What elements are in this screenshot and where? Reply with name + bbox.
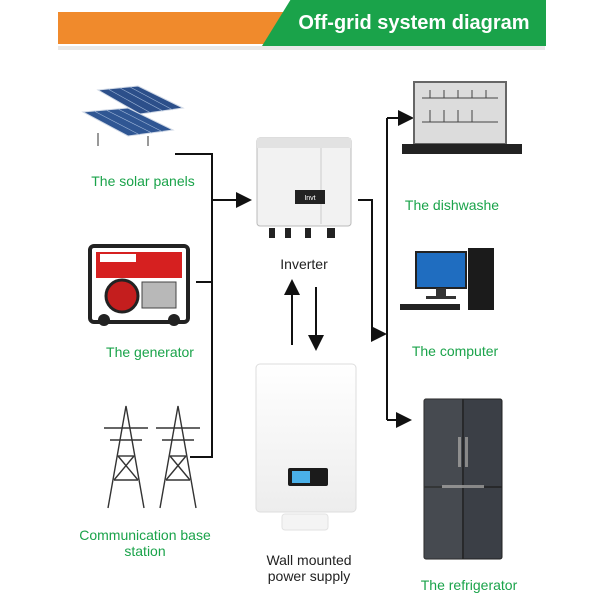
solar-panels-label: The solar panels [91,173,195,189]
refrigerator-icon [423,398,503,560]
base-station-label: Communication base station [79,527,211,559]
inverter-icon: Invt [256,137,352,238]
generator-label: The generator [106,344,194,360]
inverter-brand: Invt [304,195,315,202]
computer-icon [400,248,494,310]
battery-icon [255,363,357,531]
computer-label: The computer [411,343,499,359]
header-green-tab [262,0,546,46]
dishwasher-label: The dishwashe [404,197,500,213]
base-station-line [190,154,213,458]
header-divider [58,46,545,50]
tower-icon [104,405,200,509]
solar-panel-icon [81,85,185,146]
refrigerator-label: The refrigerator [420,577,518,593]
battery-label: Wall mounted power supply [266,552,352,584]
inverter-label: Inverter [280,256,328,272]
generator-icon [88,244,190,326]
dishwasher-icon [402,81,522,154]
inverter-out-line [358,199,387,342]
header-orange-bar [58,12,284,44]
page-title: Off-grid system diagram [298,11,530,34]
